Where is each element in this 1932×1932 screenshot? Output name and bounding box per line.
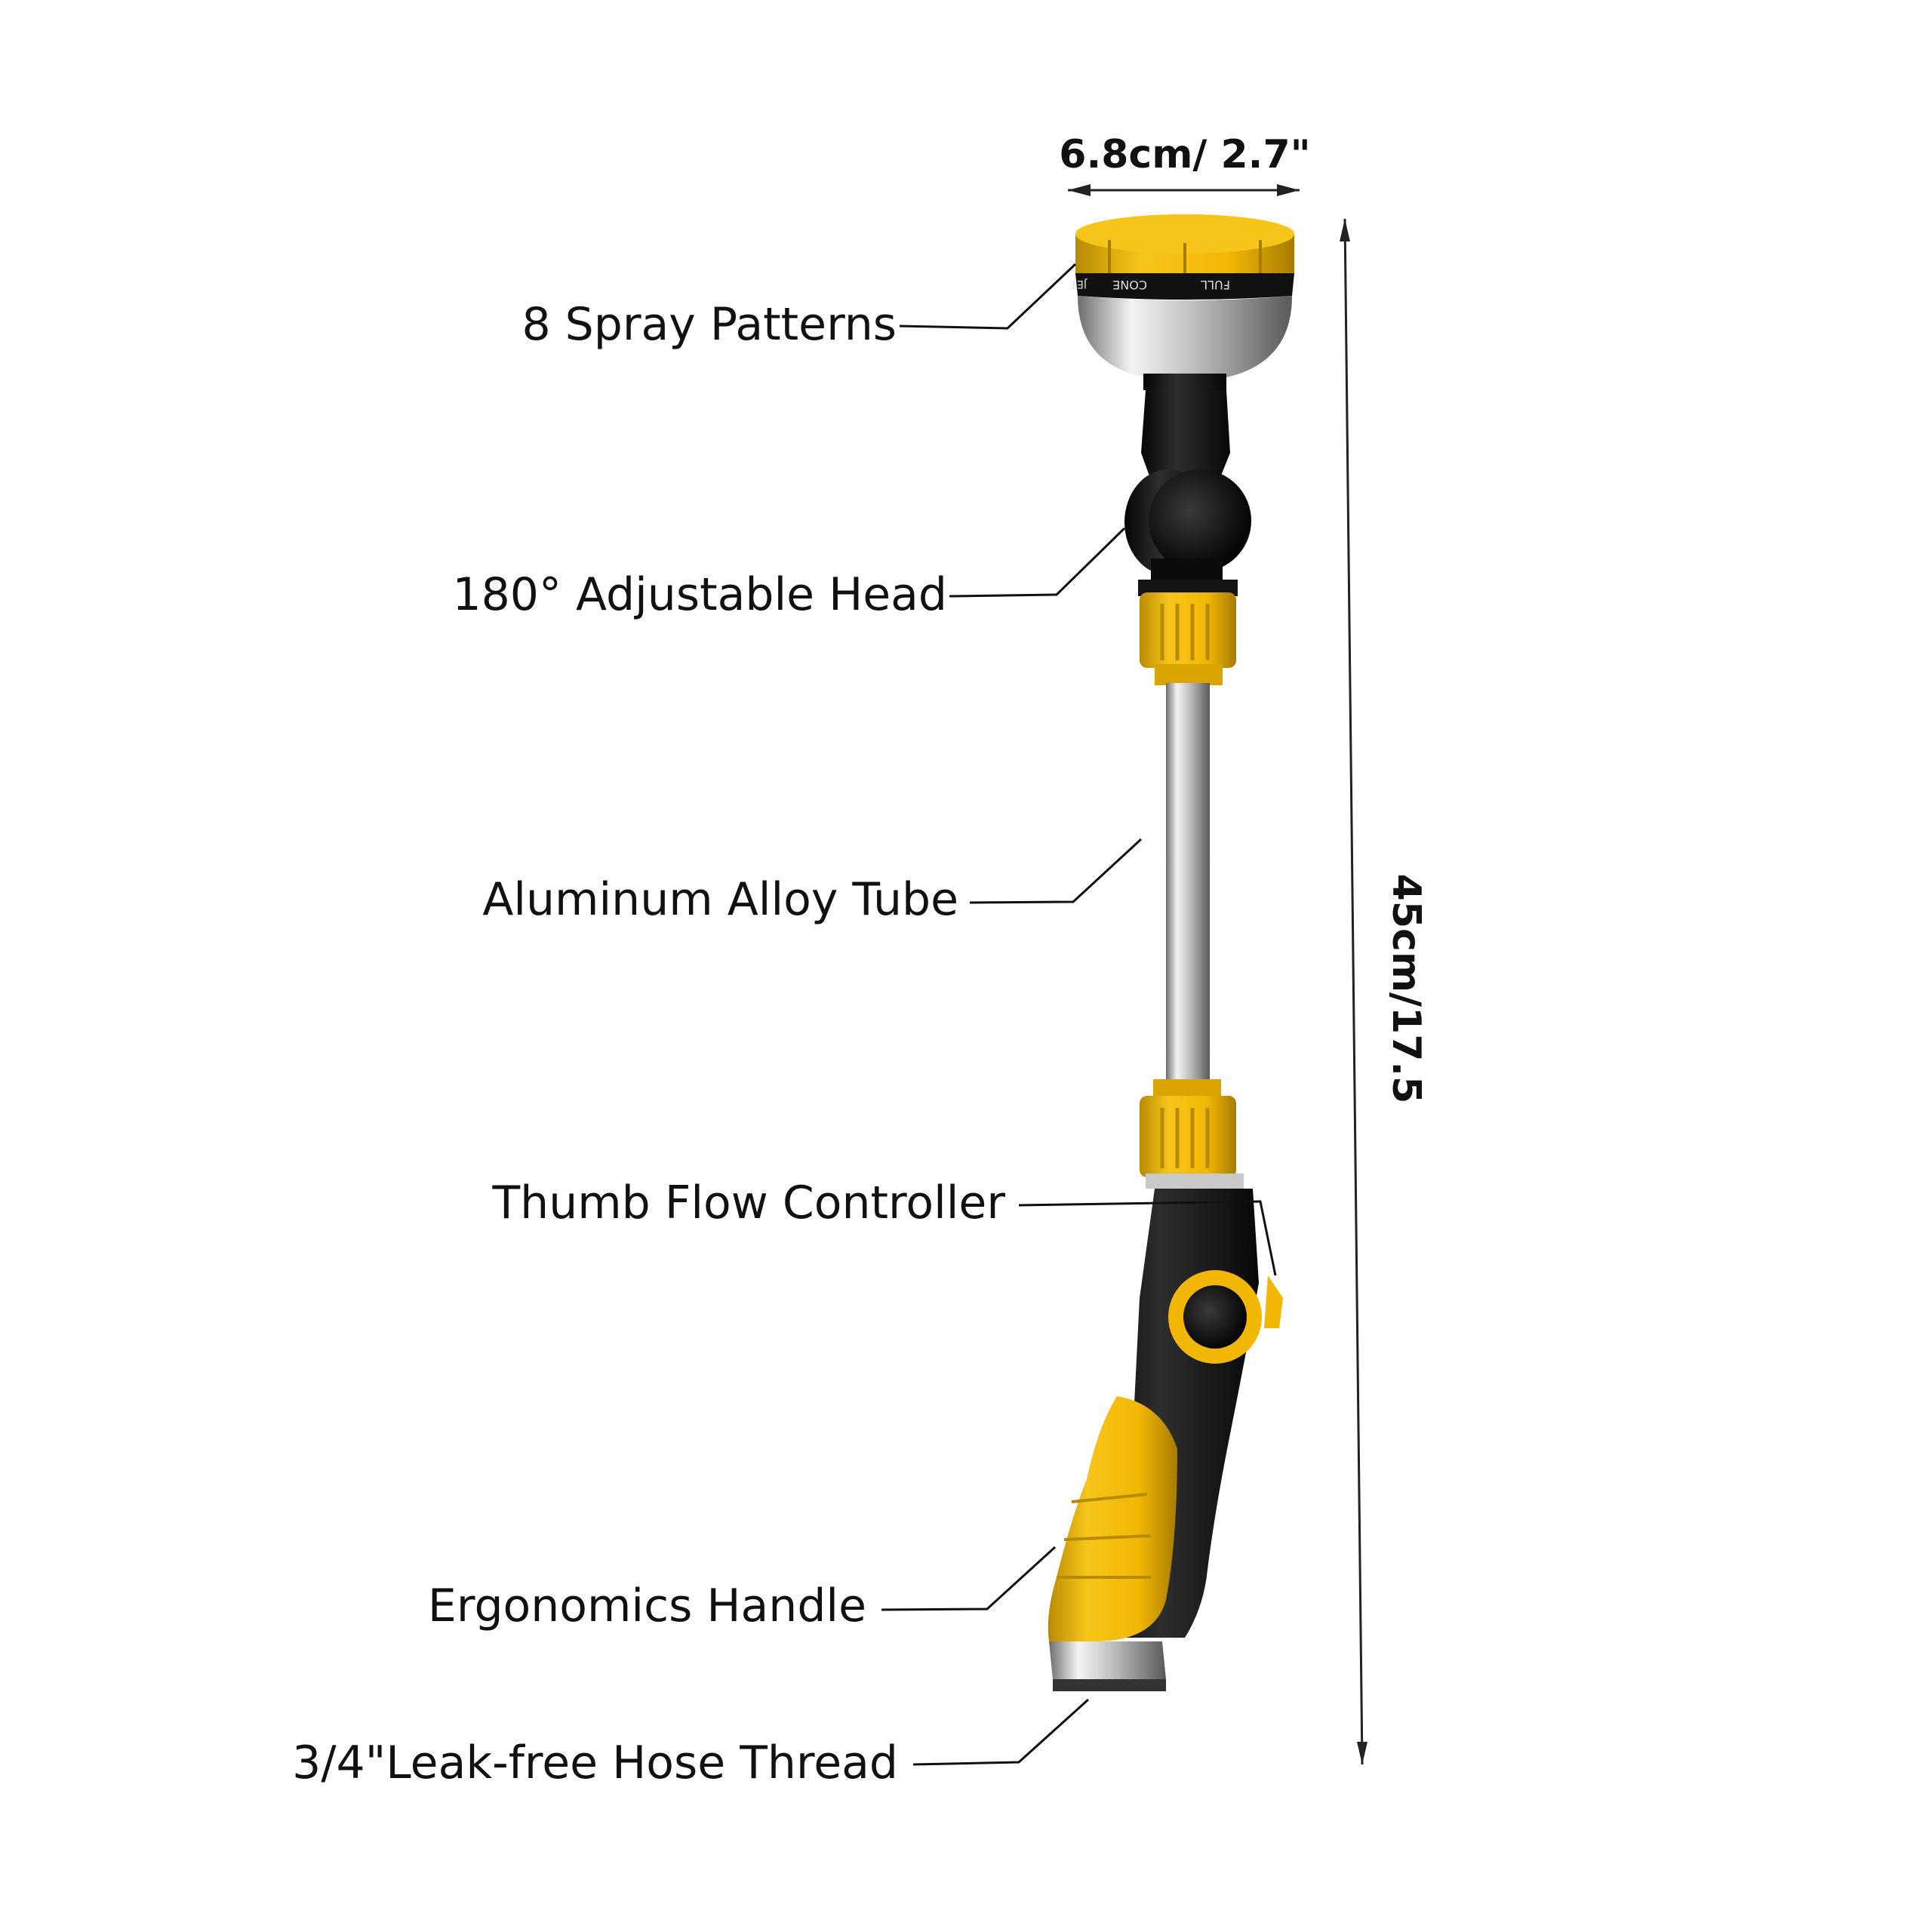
dial-mark-jet: JET (1070, 278, 1088, 290)
callout-label: Thumb Flow Controller (492, 1177, 1006, 1229)
length-dimension: 45cm/17.5 (1340, 218, 1429, 1765)
ergonomic-handle (1048, 1189, 1283, 1691)
adjustable-head-joint (1124, 390, 1251, 596)
lower-collar (1140, 1079, 1244, 1189)
width-label: 6.8cm/ 2.7" (1059, 132, 1310, 177)
callout-label: Ergonomics Handle (428, 1580, 866, 1632)
dial-mark-full: FULL (1201, 278, 1230, 292)
spray-head: CONE FULL JET (1070, 214, 1294, 390)
upper-collar (1140, 592, 1236, 685)
spray-nozzle-product: CONE FULL JET (1048, 214, 1294, 1691)
callout-adjustable-head: 180° Adjustable Head (452, 527, 1126, 621)
callout-aluminum-tube: Aluminum Alloy Tube (482, 838, 1143, 926)
length-label: 45cm/17.5 (1383, 874, 1429, 1104)
callout-hose-thread: 3/4"Leak-free Hose Thread (292, 1698, 1090, 1789)
callout-label: Aluminum Alloy Tube (482, 873, 958, 926)
callout-thumb-flow-controller: Thumb Flow Controller (492, 1177, 1277, 1276)
dial-mark-cone: CONE (1112, 278, 1147, 292)
callout-label: 180° Adjustable Head (452, 568, 947, 621)
callout-spray-patterns: 8 Spray Patterns (521, 263, 1077, 351)
width-dimension: 6.8cm/ 2.7" (1059, 132, 1311, 196)
callout-label: 3/4"Leak-free Hose Thread (292, 1737, 898, 1789)
callout-label: 8 Spray Patterns (521, 298, 897, 351)
callout-ergonomics-handle: Ergonomics Handle (428, 1546, 1057, 1632)
aluminum-tube (1166, 683, 1210, 1083)
